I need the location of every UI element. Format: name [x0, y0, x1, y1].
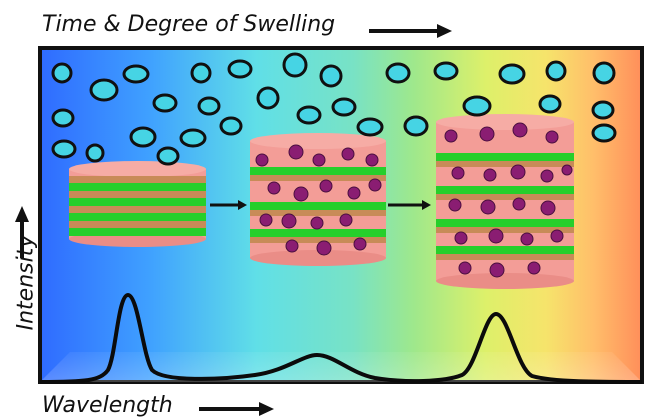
- bottom-axis-label: Wavelength: [42, 393, 173, 418]
- top-right-arrow-icon: [369, 24, 452, 38]
- stack-cylinder-1: [69, 161, 206, 247]
- spectrum-floor: [40, 352, 642, 382]
- bottom-right-arrow-icon: [199, 402, 274, 416]
- process-arrow-2-icon: [388, 200, 431, 210]
- top-axis-label: Time & Degree of Swelling: [42, 12, 336, 37]
- up-arrow-icon: [15, 206, 29, 258]
- swelling-particles-cylinder-2: [255, 144, 382, 256]
- free-particles: [51, 52, 617, 166]
- swelling-particles-cylinder-3: [444, 122, 573, 278]
- process-arrow-1-icon: [210, 200, 247, 210]
- spectrum-curve: [39, 292, 643, 384]
